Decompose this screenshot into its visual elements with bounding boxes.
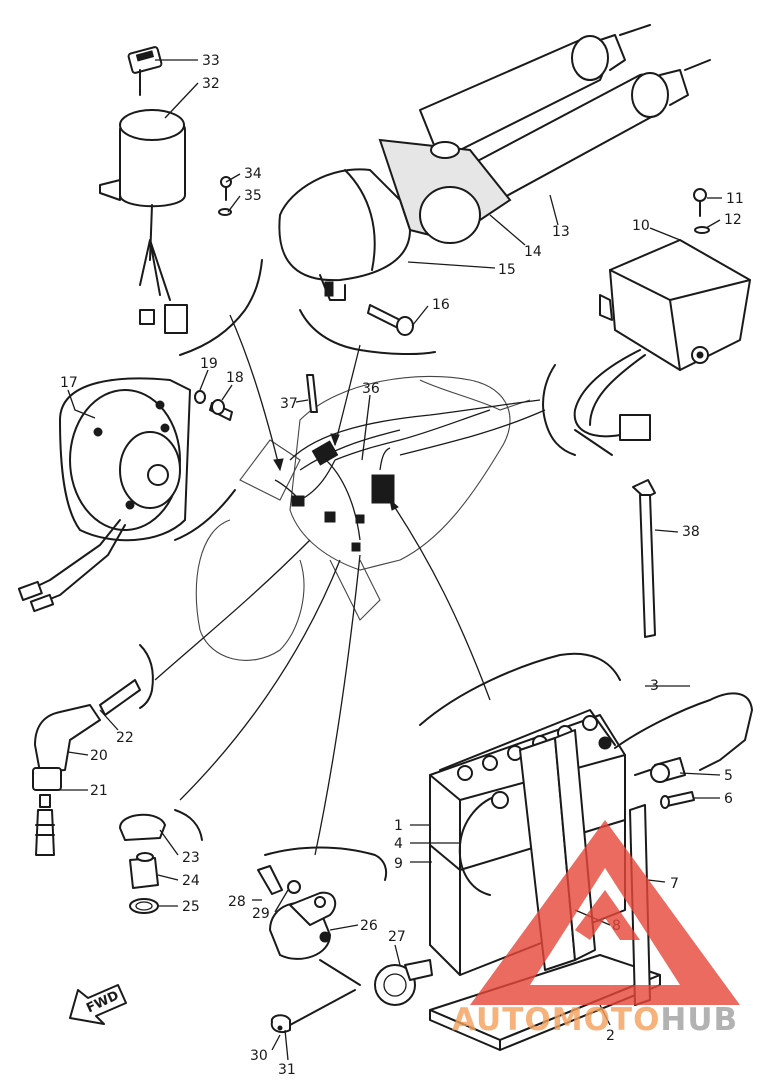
callout-29: 29	[252, 906, 270, 922]
harness-leaders	[154, 314, 546, 856]
callout-34: 34	[244, 166, 262, 182]
callout-17: 17	[60, 375, 78, 391]
callout-18: 18	[226, 370, 244, 386]
callout-25: 25	[182, 899, 200, 915]
callout-35: 35	[244, 188, 262, 204]
callout-23: 23	[182, 850, 200, 866]
callout-15: 15	[498, 262, 516, 278]
watermark-moto: MOTO	[552, 1002, 661, 1038]
main-switch	[99, 46, 188, 334]
wire-harness	[274, 409, 491, 552]
voltage-regulator	[573, 188, 751, 456]
callout-12: 12	[724, 212, 742, 228]
callout-4: 4	[394, 836, 403, 852]
svg-text:AUTOMOTOHUB: AUTOMOTOHUB	[452, 1002, 738, 1038]
cable-tie-38	[632, 479, 656, 638]
callout-20: 20	[90, 748, 108, 764]
callout-22: 22	[116, 730, 134, 746]
callout-leaders	[52, 59, 722, 1061]
callout-19: 19	[200, 356, 218, 372]
frame-outline	[195, 375, 541, 661]
callout-37: 37	[280, 396, 298, 412]
callout-5: 5	[724, 768, 733, 784]
callout-7: 7	[670, 876, 679, 892]
part-37	[306, 374, 318, 413]
callout-3: 3	[650, 678, 659, 694]
callout-24: 24	[182, 873, 200, 889]
callout-1: 1	[394, 818, 403, 834]
callout-16: 16	[432, 297, 450, 313]
callout-31: 31	[278, 1062, 296, 1078]
watermark: AUTOMOTOHUB	[452, 820, 740, 1038]
watermark-inner-peak	[575, 890, 640, 940]
section-brackets	[139, 259, 621, 881]
bolt-16	[367, 304, 414, 336]
watermark-triangle	[470, 820, 740, 1005]
relay-26	[257, 865, 433, 1033]
callout-30: 30	[250, 1048, 268, 1064]
plug-cap	[32, 679, 141, 856]
callout-32: 32	[202, 76, 220, 92]
callout-33: 33	[202, 53, 220, 69]
callout-6: 6	[724, 791, 733, 807]
callout-26: 26	[360, 918, 378, 934]
callout-9: 9	[394, 856, 403, 872]
callout-14: 14	[524, 244, 542, 260]
callout-10: 10	[632, 218, 650, 234]
callout-27: 27	[388, 929, 406, 945]
watermark-hub: HUB	[660, 1002, 738, 1038]
callout-28: 28	[228, 894, 246, 910]
switch-23-25	[119, 813, 166, 914]
ignition-coils	[278, 24, 711, 301]
flasher-17	[17, 377, 233, 613]
callout-11: 11	[726, 191, 744, 207]
fwd-arrow: FWD	[69, 984, 127, 1025]
callout-2: 2	[606, 1028, 615, 1044]
callout-21: 21	[90, 783, 108, 799]
callout-13: 13	[552, 224, 570, 240]
screw-34	[218, 176, 232, 216]
callout-38: 38	[682, 524, 700, 540]
watermark-auto: AUTO	[452, 1002, 552, 1038]
callout-36: 36	[362, 381, 380, 397]
